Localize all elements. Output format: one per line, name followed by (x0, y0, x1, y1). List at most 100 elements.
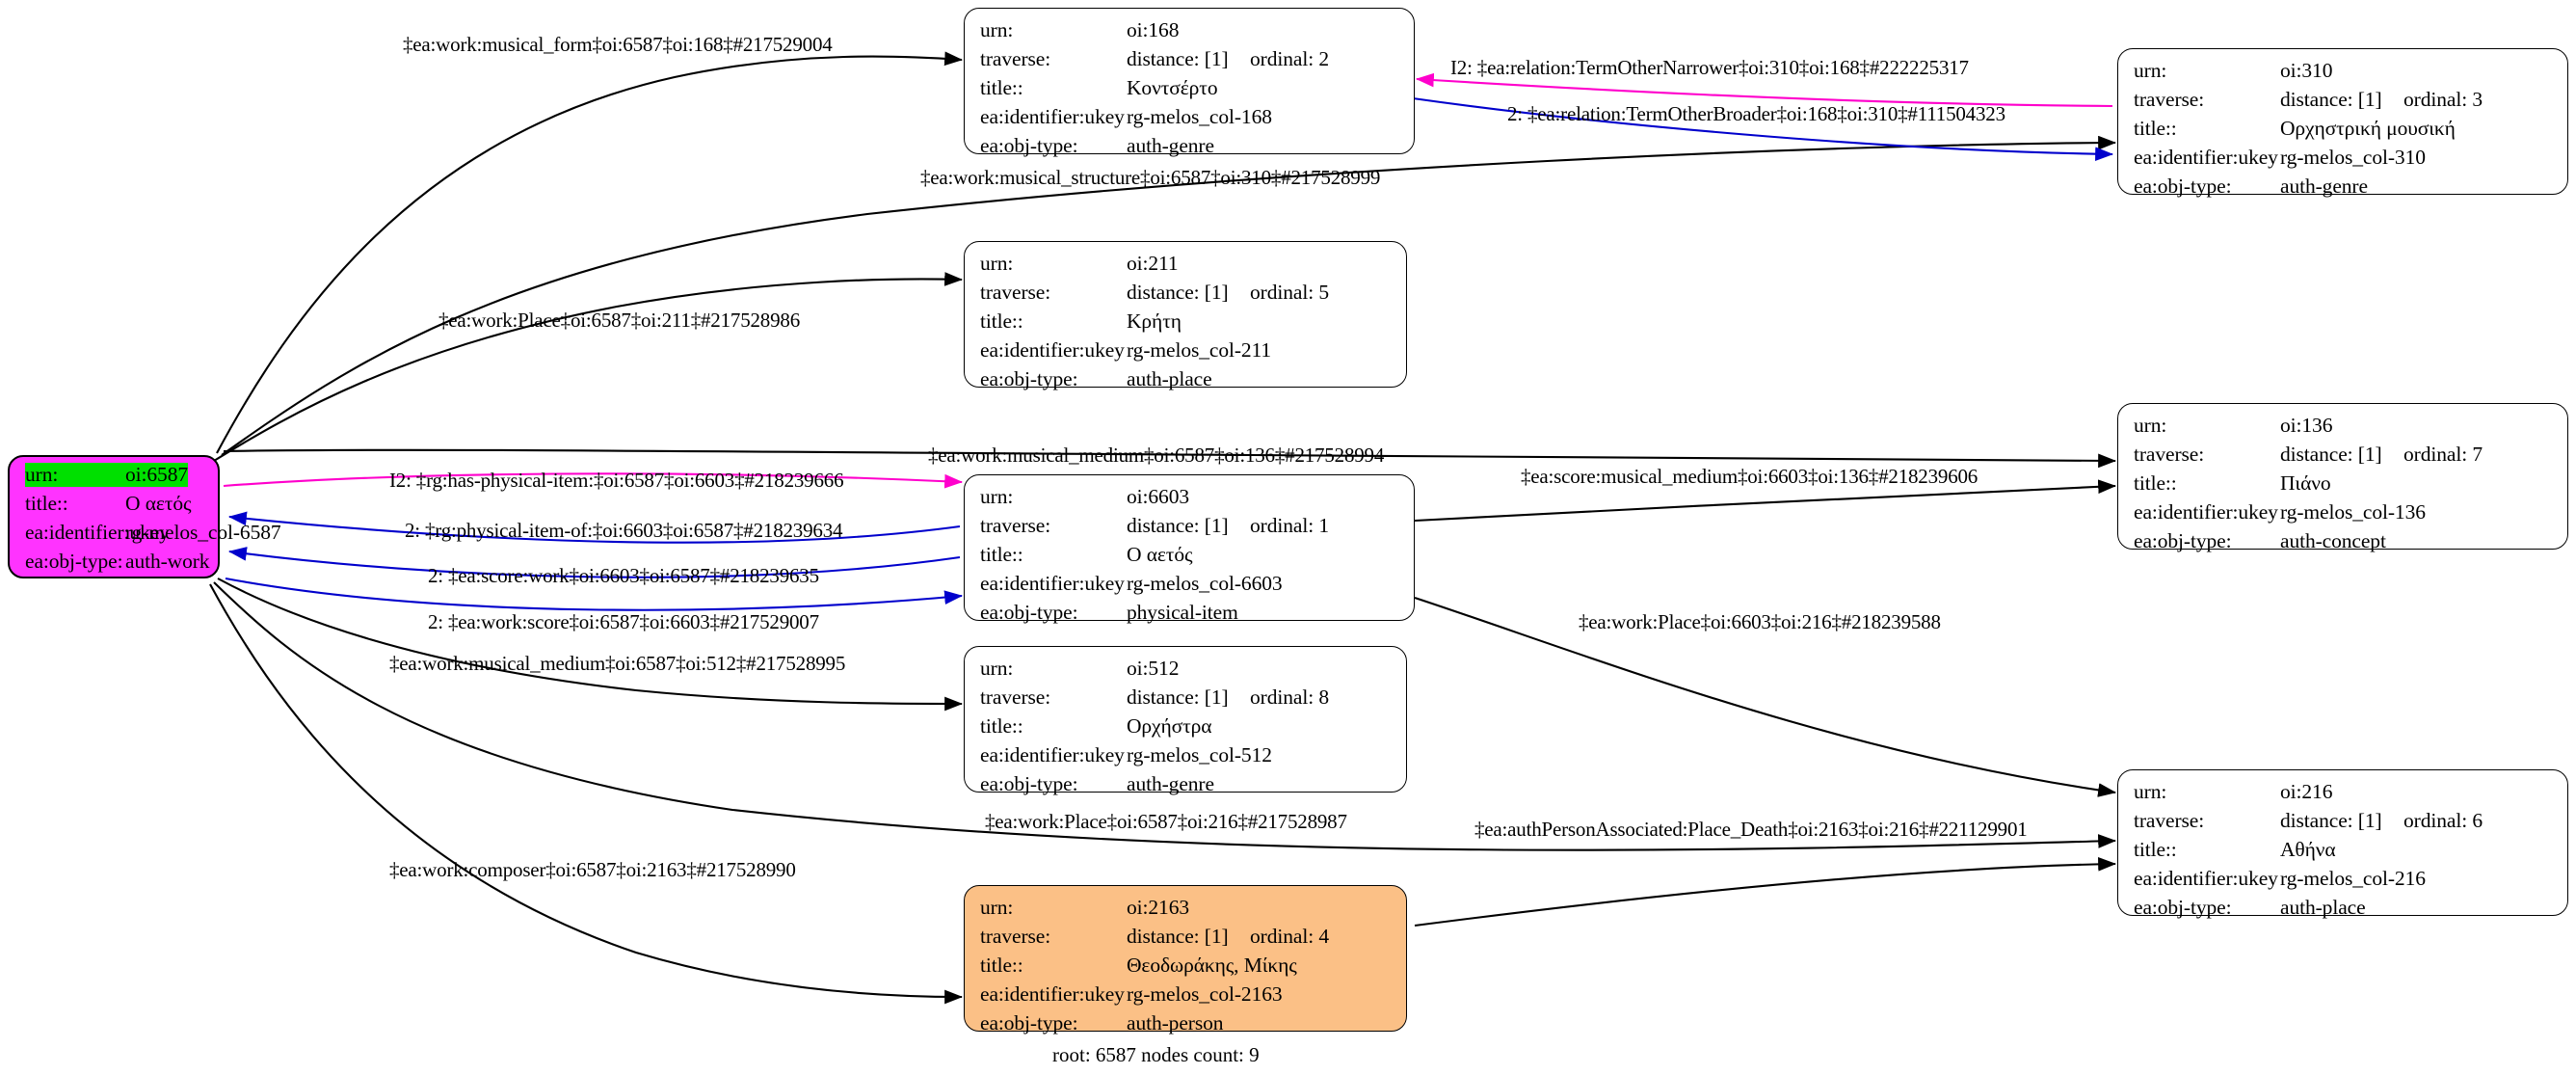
edge-label-musical-form: ‡ea:work:musical_form‡oi:6587‡oi:168‡#21… (403, 33, 833, 56)
field-value-ukey: rg-melos_col-2163 (1127, 982, 1283, 1006)
field-label-traverse: traverse: (2134, 809, 2205, 832)
node-row-objtype: ea:obj-type: auth-person (980, 1011, 1393, 1040)
field-label-objtype: ea:obj-type: (2134, 896, 2232, 919)
field-value-traverse: distance: [1] ordinal: 2 (1127, 47, 1329, 71)
field-label-objtype: ea:obj-type: (2134, 529, 2232, 552)
field-label-title: title:: (2134, 471, 2177, 495)
field-value-objtype: auth-person (1127, 1011, 1224, 1035)
node-oi-512[interactable]: urn: oi:512 traverse: distance: [1] ordi… (964, 646, 1407, 795)
field-label-title: title:: (25, 492, 68, 515)
field-label-ukey: ea:identifier:ukey (980, 982, 1125, 1006)
edge-path-work-place-211 (213, 272, 964, 462)
field-value-ukey: rg-melos_col-310 (2280, 146, 2426, 169)
node-oi-2163[interactable]: urn: oi:2163 traverse: distance: [1] ord… (964, 885, 1407, 1035)
field-label-title: title:: (980, 714, 1023, 738)
node-oi-216[interactable]: urn: oi:216 traverse: distance: [1] ordi… (2117, 769, 2568, 919)
field-label-urn: urn: (2134, 780, 2167, 803)
node-row-ukey: ea:identifier:ukey rg-melos_col-216 (2134, 867, 2554, 896)
node-row-objtype: ea:obj-type: auth-genre (980, 772, 1393, 801)
field-label-urn: urn: (25, 463, 125, 487)
field-label-traverse: traverse: (980, 47, 1051, 70)
field-value-ordinal: ordinal: 5 (1250, 281, 1329, 304)
field-value-ordinal: ordinal: 7 (2403, 443, 2483, 466)
field-value-traverse: distance: [1] ordinal: 4 (1127, 925, 1329, 949)
field-value-ukey: rg-melos_col-136 (2280, 500, 2426, 524)
field-value-ordinal: ordinal: 3 (2403, 88, 2483, 111)
edge-path-score-musical-medium (1414, 479, 2117, 523)
node-row-urn: urn: oi:310 (2134, 59, 2554, 88)
node-row-title: title:: Ορχηστρική μουσική (2134, 117, 2554, 146)
field-value-title: Ορχήστρα (1127, 714, 1212, 738)
node-row-urn: urn: oi:6587 (25, 463, 204, 492)
field-value-objtype: physical-item (1127, 601, 1238, 624)
field-label-title: title:: (2134, 117, 2177, 140)
node-oi-6587[interactable]: urn: oi:6587 title:: Ο αετός ea:identifi… (8, 455, 281, 578)
field-label-urn: urn: (2134, 414, 2167, 437)
node-oi-211[interactable]: urn: oi:211 traverse: distance: [1] ordi… (964, 241, 1407, 390)
node-row-traverse: traverse: distance: [1] ordinal: 5 (980, 281, 1393, 309)
graph-footer: root: 6587 nodes count: 9 (1052, 1043, 1260, 1066)
node-row-urn: urn: oi:136 (2134, 414, 2554, 443)
field-value-urn: oi:6603 (1127, 485, 1189, 508)
node-row-traverse: traverse: distance: [1] ordinal: 3 (2134, 88, 2554, 117)
node-oi-136[interactable]: urn: oi:136 traverse: distance: [1] ordi… (2117, 403, 2568, 552)
node-row-title: title:: Θεοδωράκης, Μίκης (980, 954, 1393, 982)
node-row-objtype: ea:obj-type: auth-concept (2134, 529, 2554, 558)
node-row-traverse: traverse: distance: [1] ordinal: 1 (980, 514, 1400, 543)
node-row-title: title:: Κοντσέρτο (980, 76, 1400, 105)
field-value-objtype: auth-concept (2280, 529, 2386, 552)
node-row-traverse: traverse: distance: [1] ordinal: 4 (980, 925, 1393, 954)
field-value-urn: oi:168 (1127, 18, 1180, 41)
edge-label-work-score: 2: ‡ea:work:score‡oi:6587‡oi:6603‡#21752… (428, 610, 819, 633)
edge-label-work-place-216: ‡ea:work:Place‡oi:6587‡oi:216‡#217528987 (985, 810, 1347, 833)
node-row-ukey: ea:identifier:ukey rg-melos_col-6603 (980, 572, 1400, 601)
node-row-title: title:: Πιάνο (2134, 471, 2554, 500)
field-value-ordinal: ordinal: 2 (1250, 47, 1329, 70)
field-label-urn: urn: (980, 252, 1014, 275)
field-label-traverse: traverse: (980, 281, 1051, 304)
field-label-ukey: ea:identifier:ukey (980, 743, 1125, 766)
node-row-objtype: ea:obj-type: auth-genre (2134, 175, 2554, 203)
node-oi-6603[interactable]: urn: oi:6603 traverse: distance: [1] ord… (964, 474, 1415, 624)
field-value-ordinal: ordinal: 6 (2403, 809, 2483, 832)
node-row-objtype: ea:obj-type: auth-place (980, 367, 1393, 396)
field-label-title: title:: (2134, 838, 2177, 861)
field-label-urn: urn: (980, 485, 1014, 508)
field-label-traverse: traverse: (980, 925, 1051, 948)
field-value-title: Πιάνο (2280, 471, 2331, 495)
node-row-urn: urn: oi:2163 (980, 896, 1393, 925)
field-label-ukey: ea:identifier:ukey (980, 572, 1125, 595)
node-oi-168[interactable]: urn: oi:168 traverse: distance: [1] ordi… (964, 8, 1415, 157)
field-value-ordinal: ordinal: 1 (1250, 514, 1329, 537)
field-value-traverse: distance: [1] ordinal: 7 (2280, 443, 2483, 467)
field-value-urn: oi:136 (2280, 414, 2333, 437)
field-value-ukey: rg-melos_col-216 (2280, 867, 2426, 890)
edge-label-term-other-narrower: I2: ‡ea:relation:TermOtherNarrower‡oi:31… (1450, 56, 1969, 79)
field-value-distance: distance: [1] (2280, 809, 2382, 832)
field-value-traverse: distance: [1] ordinal: 5 (1127, 281, 1329, 305)
field-label-traverse: traverse: (2134, 88, 2205, 111)
edge-path-person-place-death (1414, 856, 2117, 927)
field-label-traverse: traverse: (980, 514, 1051, 537)
field-label-ukey: ea:identifier:ukey (25, 521, 170, 544)
field-value-objtype: auth-place (1127, 367, 1212, 390)
field-value-ordinal: ordinal: 8 (1250, 685, 1329, 709)
edge-label-has-physical-item: I2: ‡rg:has-physical-item:‡oi:6587‡oi:66… (389, 469, 844, 492)
field-label-ukey: ea:identifier:ukey (980, 338, 1125, 362)
node-row-objtype: ea:obj-type: auth-genre (980, 134, 1400, 163)
field-value-ordinal: ordinal: 4 (1250, 925, 1329, 948)
field-label-objtype: ea:obj-type: (980, 772, 1078, 795)
node-oi-310[interactable]: urn: oi:310 traverse: distance: [1] ordi… (2117, 48, 2568, 198)
edge-label-work-place-211: ‡ea:work:Place‡oi:6587‡oi:211‡#217528986 (438, 309, 801, 332)
edge-label-work-musical-medium-512: ‡ea:work:musical_medium‡oi:6587‡oi:512‡#… (389, 652, 846, 675)
node-row-title: title:: Ο αετός (980, 543, 1400, 572)
field-value-urn: oi:211 (1127, 252, 1179, 275)
node-row-ukey: ea:identifier:ukey rg-melos_col-2163 (980, 982, 1393, 1011)
edge-label-person-place-death: ‡ea:authPersonAssociated:Place_Death‡oi:… (1474, 818, 2028, 841)
field-value-urn: oi:512 (1127, 657, 1180, 680)
edge-label-score-musical-medium: ‡ea:score:musical_medium‡oi:6603‡oi:136‡… (1521, 465, 1978, 488)
edge-label-score-work: 2: ‡ea:score:work‡oi:6603‡oi:6587‡#21823… (428, 564, 819, 587)
field-label-ukey: ea:identifier:ukey (2134, 867, 2278, 890)
field-value-title: Αθήνα (2280, 838, 2336, 861)
